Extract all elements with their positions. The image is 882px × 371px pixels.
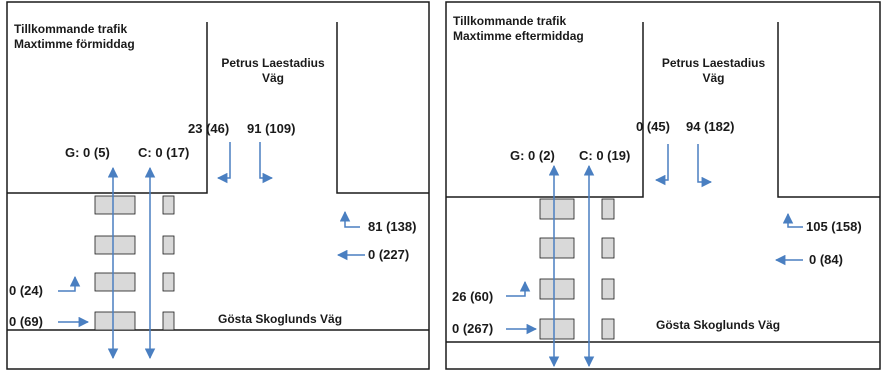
title-line-2: Maxtimme eftermiddag	[453, 29, 584, 43]
intersection-diagram-afternoon	[445, 1, 881, 370]
title-line-1: Tillkommande trafik	[14, 22, 128, 36]
main-street-name: Gösta Skoglunds Väg	[656, 318, 781, 332]
panel-border	[445, 1, 881, 370]
north-road-left-edge	[446, 22, 644, 198]
north-in-value: 0 (45)	[636, 119, 670, 134]
east-left-value: 105 (158)	[806, 219, 862, 234]
diagram-title: Tillkommande trafik Maxtimme eftermiddag	[453, 14, 584, 44]
west-straight-value: 0 (69)	[9, 314, 43, 329]
main-street-name: Gösta Skoglunds Väg	[218, 312, 343, 326]
crossing-stripe	[539, 237, 575, 259]
west-right-arrow	[58, 275, 81, 292]
diagram-title: Tillkommande trafik Maxtimme förmiddag	[14, 22, 135, 52]
crossing-stripe	[162, 195, 175, 215]
cyclist-value: C: 0 (19)	[579, 148, 631, 163]
crossing-stripe	[162, 272, 175, 292]
north-out-value: 94 (182)	[686, 119, 735, 134]
crossing-stripe	[94, 195, 136, 215]
title-line-1: Tillkommande trafik	[453, 14, 567, 28]
west-right-arrow	[506, 280, 531, 297]
west-straight-value: 0 (267)	[452, 321, 494, 336]
intersection-diagram-morning	[6, 1, 430, 370]
west-right-value: 0 (24)	[9, 283, 43, 298]
panel-afternoon: Tillkommande trafik Maxtimme eftermiddag…	[441, 0, 882, 371]
north-in-arrow	[216, 142, 231, 184]
crossing-stripe	[94, 311, 136, 331]
crossing-stripe	[601, 278, 615, 300]
north-out-arrow	[259, 142, 274, 184]
crossing-stripe	[601, 198, 615, 220]
crossing-stripe	[539, 318, 575, 340]
west-right-value: 26 (60)	[452, 289, 494, 304]
crossing-stripe	[601, 318, 615, 340]
panel-border	[6, 1, 430, 370]
north-road-left-edge	[7, 22, 208, 194]
north-street-name: Petrus Laestadius Väg	[656, 56, 771, 86]
cyclist-value: C: 0 (17)	[138, 145, 190, 160]
north-in-value: 23 (46)	[188, 121, 230, 136]
panel-morning: Tillkommande trafik Maxtimme förmiddag P…	[0, 0, 436, 371]
east-left-arrow	[339, 210, 360, 228]
north-street-line-1: Petrus Laestadius	[221, 56, 325, 70]
crossing-stripe	[601, 237, 615, 259]
north-street-line-1: Petrus Laestadius	[661, 56, 766, 70]
east-straight-value: 0 (227)	[368, 247, 410, 262]
north-street-line-2: Väg	[702, 71, 725, 85]
title-line-2: Maxtimme förmiddag	[14, 37, 135, 51]
pedestrian-value: G: 0 (5)	[65, 145, 110, 160]
north-in-arrow	[654, 144, 669, 186]
crossing-stripe	[162, 235, 175, 255]
north-road-right-edge	[336, 22, 429, 194]
east-straight-value: 0 (84)	[809, 252, 843, 267]
crossing-stripe	[94, 235, 136, 255]
east-left-value: 81 (138)	[368, 219, 417, 234]
crossing-stripe	[539, 198, 575, 220]
north-out-arrow	[697, 144, 713, 188]
north-street-name: Petrus Laestadius Väg	[218, 56, 328, 86]
crossing-stripe	[539, 278, 575, 300]
north-road-right-edge	[777, 22, 880, 198]
crossing-stripe	[162, 311, 175, 331]
pedestrian-value: G: 0 (2)	[510, 148, 555, 163]
north-out-value: 91 (109)	[247, 121, 296, 136]
east-left-arrow	[782, 212, 803, 228]
crossing-stripe	[94, 272, 136, 292]
north-street-line-2: Väg	[261, 71, 284, 85]
